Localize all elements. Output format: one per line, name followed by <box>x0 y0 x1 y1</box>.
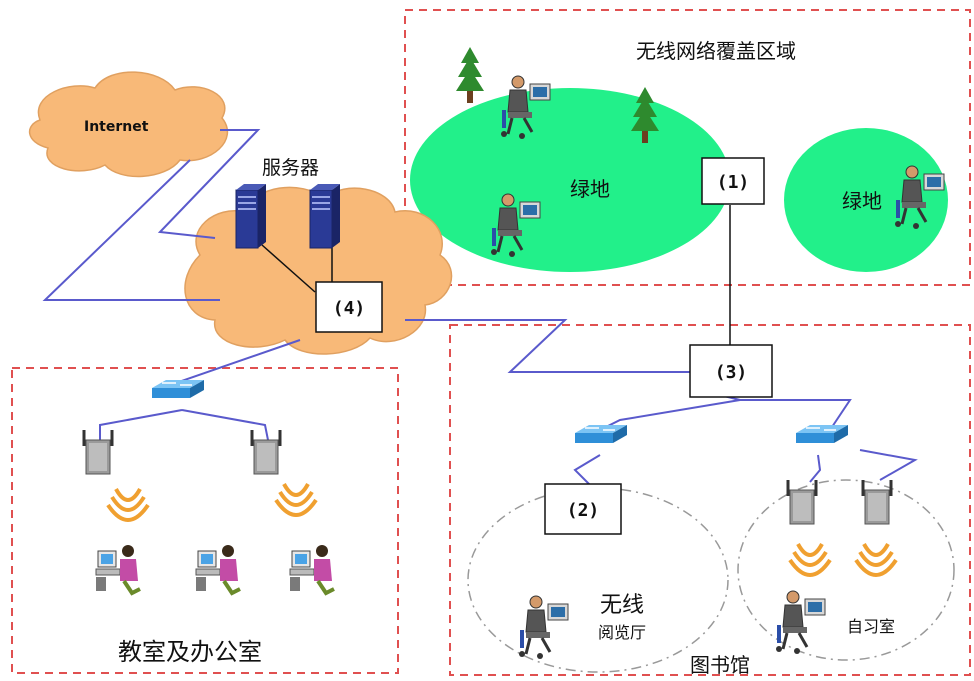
reading-room-label-2: 阅览厅 <box>598 623 646 642</box>
study-room-label: 自习室 <box>847 617 895 636</box>
server-icon <box>235 183 267 249</box>
student-computer-icon <box>194 543 242 595</box>
server-label: 服务器 <box>262 157 319 179</box>
access-point-icon <box>786 478 818 526</box>
box-2-label: (2) <box>567 500 600 521</box>
reading-room-area <box>467 487 729 673</box>
link-switch-ap-right <box>181 409 269 441</box>
wireless-wave-icon <box>854 542 898 577</box>
green-label-1: 绿地 <box>570 177 610 201</box>
access-point-icon <box>250 428 282 476</box>
box-4-label: (4) <box>333 298 366 319</box>
box-1-label: (1) <box>717 172 750 193</box>
reading-room-label-1: 无线 <box>600 593 644 618</box>
wireless-wave-icon <box>274 482 318 517</box>
wireless-wave-icon <box>106 487 150 522</box>
link-switch-box2 <box>573 454 601 486</box>
link-switch-ap-study1 <box>809 454 822 483</box>
internet-label: Internet <box>84 119 149 135</box>
link-server1-box4 <box>261 244 316 293</box>
server-icon <box>309 183 341 249</box>
link-switch-ap-study2 <box>859 449 918 481</box>
computer-user-icon <box>517 594 570 661</box>
box-2 <box>544 483 622 535</box>
library-area-border <box>449 324 971 676</box>
library-label: 图书馆 <box>690 653 750 677</box>
classroom-area-border <box>11 367 399 674</box>
link-internet-server-2 <box>42 159 220 301</box>
access-point-icon <box>82 428 114 476</box>
study-room-area <box>737 479 955 661</box>
tree-icon <box>456 47 484 103</box>
green-area-small <box>784 128 948 272</box>
link-server-box3 <box>405 319 690 373</box>
internet-cloud <box>29 71 229 178</box>
wireless-area-title: 无线网络覆盖区域 <box>636 39 796 63</box>
green-area-large <box>410 88 730 272</box>
student-computer-icon <box>288 543 336 595</box>
switch-icon <box>151 379 205 399</box>
green-label-2: 绿地 <box>842 189 882 213</box>
box-3-label: (3) <box>715 362 748 383</box>
switch-icon <box>795 424 849 444</box>
link-box3-switch-left <box>599 394 741 431</box>
student-computer-icon <box>94 543 142 595</box>
link-box3-switch-right <box>740 399 852 431</box>
box-4 <box>315 281 383 333</box>
link-internet-server <box>157 129 261 239</box>
switch-icon <box>574 424 628 444</box>
wireless-area-border <box>404 9 971 286</box>
box-1 <box>701 157 765 205</box>
computer-user-icon <box>774 589 827 656</box>
wireless-wave-icon <box>788 542 832 577</box>
link-switch-ap-left <box>99 409 183 440</box>
classroom-label: 教室及办公室 <box>118 638 262 666</box>
box-3 <box>689 344 773 398</box>
